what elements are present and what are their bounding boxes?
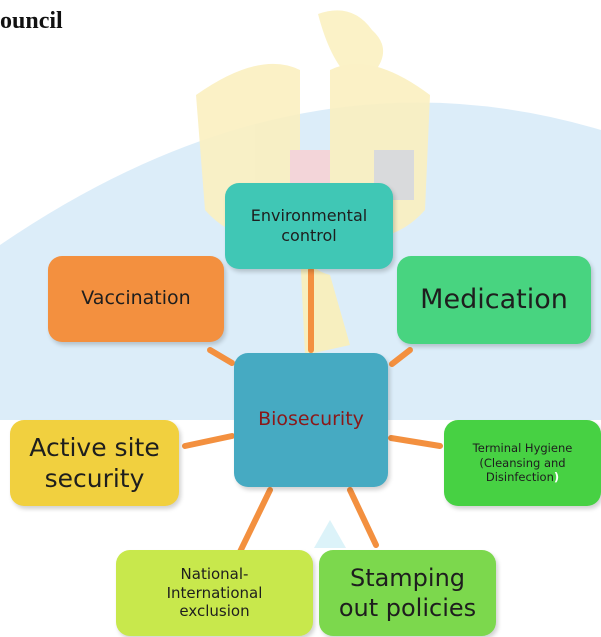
node-label: Biosecurity xyxy=(258,408,364,431)
node-environmental-control: Environmental control xyxy=(225,183,393,269)
node-line: security xyxy=(44,464,145,493)
page-title: ouncil xyxy=(0,8,63,34)
node-line: Stamping xyxy=(349,564,466,592)
node-line: control xyxy=(281,226,337,245)
node-stamping-out-policies: Stamping out policies xyxy=(319,550,496,636)
connector-medication xyxy=(389,347,413,367)
node-biosecurity-center: Biosecurity xyxy=(234,353,388,487)
node-line: National- xyxy=(180,564,249,583)
node-line-suffix: ) xyxy=(553,470,560,485)
connector-vaccination xyxy=(207,347,235,366)
node-line: International xyxy=(166,583,263,602)
node-active-site-security: Active site security xyxy=(10,420,179,506)
connector-terminal xyxy=(388,435,443,449)
node-line: Disinfection) xyxy=(473,470,573,484)
connector-stamping xyxy=(347,487,379,548)
node-line-text: Disinfection xyxy=(485,470,554,485)
node-line: Environmental xyxy=(250,206,368,225)
node-line: (Cleansing and xyxy=(479,455,566,470)
node-vaccination: Vaccination xyxy=(48,256,224,342)
node-label: Vaccination xyxy=(81,287,191,310)
node-line: Terminal Hygiene xyxy=(472,441,573,456)
node-medication: Medication xyxy=(397,256,591,344)
connector-active-site xyxy=(182,433,235,449)
node-line: out policies xyxy=(338,594,477,622)
node-label: Medication xyxy=(420,284,568,316)
node-line: exclusion xyxy=(179,602,250,621)
connectors xyxy=(182,267,443,563)
node-terminal-hygiene: Terminal Hygiene (Cleansing and Disinfec… xyxy=(444,420,601,506)
connector-national xyxy=(233,487,273,563)
node-line: Active site xyxy=(29,432,160,462)
node-national-international-exclusion: National- International exclusion xyxy=(116,550,313,636)
